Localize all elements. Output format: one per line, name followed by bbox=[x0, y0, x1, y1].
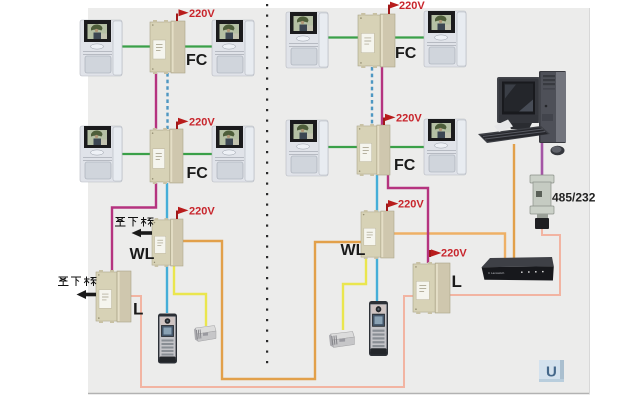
svg-text:220V: 220V bbox=[441, 248, 467, 260]
svg-text:220V: 220V bbox=[189, 117, 215, 129]
svg-text:220V: 220V bbox=[189, 206, 215, 218]
svg-text:485/232: 485/232 bbox=[552, 191, 596, 205]
svg-text:C Lanswitch: C Lanswitch bbox=[488, 271, 505, 275]
svg-text:220V: 220V bbox=[399, 0, 425, 12]
svg-text:FC: FC bbox=[187, 165, 209, 182]
svg-text:FC: FC bbox=[186, 52, 208, 69]
svg-text:U: U bbox=[546, 364, 557, 381]
svg-text:WL: WL bbox=[130, 246, 155, 263]
svg-text:WL: WL bbox=[341, 242, 366, 259]
svg-text:L: L bbox=[452, 272, 462, 291]
svg-text:220V: 220V bbox=[398, 199, 424, 211]
svg-text:220V: 220V bbox=[189, 8, 215, 20]
svg-text:220V: 220V bbox=[396, 113, 422, 125]
svg-text:FC: FC bbox=[395, 45, 417, 62]
svg-text:L: L bbox=[133, 300, 143, 319]
svg-text:FC: FC bbox=[394, 157, 416, 174]
